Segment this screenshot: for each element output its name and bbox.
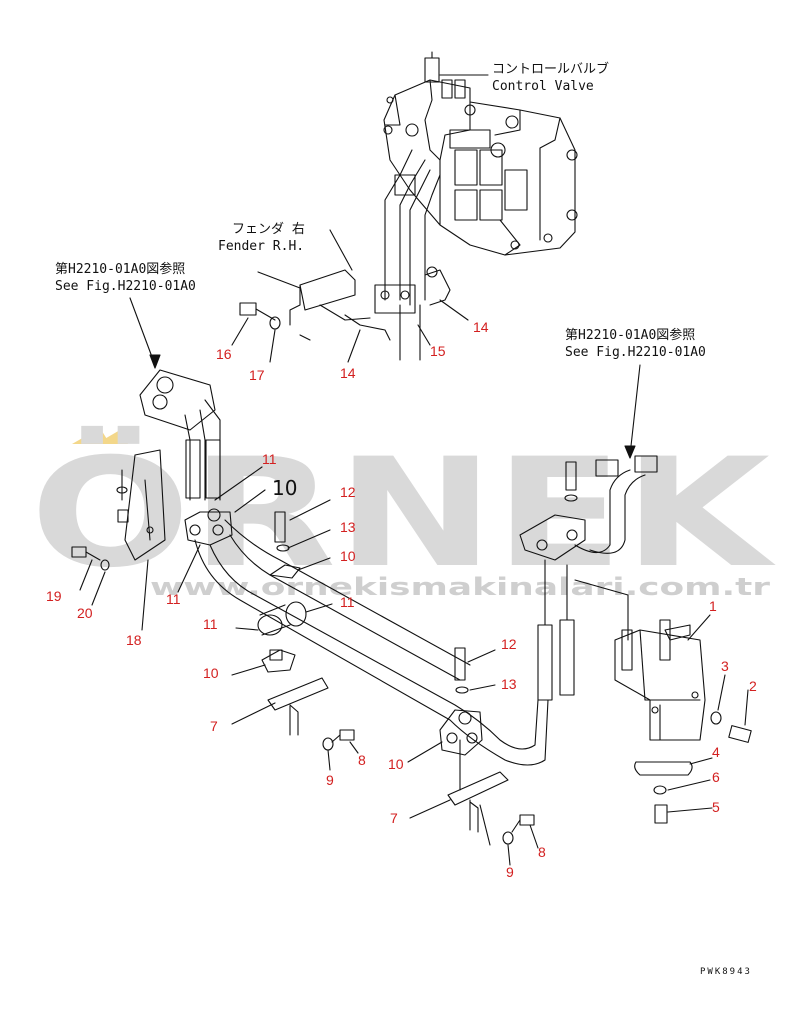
watermark-url: www.ornekismakinalari.com.tr (150, 573, 770, 601)
part-number-8: 8 (538, 844, 546, 860)
clamp-upper-pair (184, 508, 301, 579)
valve-hoses (384, 149, 441, 361)
part-number-16: 16 (216, 346, 232, 362)
fender-label-jp: フェンダ 右 (232, 222, 305, 237)
part-number-11: 11 (340, 594, 355, 610)
part-number-9: 9 (506, 864, 514, 880)
part-number-10: 10 (203, 665, 219, 681)
part-number-18: 18 (126, 632, 142, 648)
watermark-brand: ÖRNEK (30, 425, 776, 601)
part-number-20: 20 (77, 605, 93, 621)
part-number-11: 11 (262, 451, 277, 467)
callout-leaders (79, 299, 749, 866)
part-number-8: 8 (358, 752, 366, 768)
right-hoses (519, 461, 586, 701)
leader-lines (129, 297, 641, 513)
part-number-14: 14 (473, 319, 489, 335)
main-pipe (194, 519, 549, 766)
part-number-13: 13 (501, 676, 517, 692)
part-number-2: 2 (749, 678, 757, 694)
control-valve-label-en: Control Valve (492, 79, 594, 94)
part-number-12: 12 (501, 636, 517, 652)
part-number-11: 11 (166, 591, 181, 607)
callout-10-black: 10 (272, 476, 298, 500)
clamp-10-center (439, 647, 483, 756)
drawing-code: PWK8943 (700, 967, 752, 977)
part-number-19: 19 (46, 588, 62, 604)
part-number-10: 10 (388, 756, 404, 772)
part-number-13: 13 (340, 519, 356, 535)
part-number-12: 12 (340, 484, 356, 500)
ref-right-label-en: See Fig.H2210-01A0 (565, 345, 706, 360)
bracket-7-lower (447, 739, 535, 846)
ref-left-label-en: See Fig.H2210-01A0 (55, 279, 196, 294)
bolt-16 (239, 302, 281, 330)
part-number-5: 5 (712, 799, 720, 815)
bracket-1 (614, 619, 752, 824)
part-number-1: 1 (709, 598, 717, 614)
watermark-accent-mark-2 (96, 430, 128, 444)
part-number-14: 14 (340, 365, 356, 381)
right-pipe (574, 455, 658, 641)
ref-right-label-jp: 第H2210-01A0図参照 (565, 328, 696, 343)
fender-label-en: Fender R.H. (218, 239, 305, 254)
part-number-10: 10 (340, 548, 356, 564)
part-number-7: 7 (390, 810, 398, 826)
part-number-6: 6 (712, 769, 720, 785)
bracket-18 (71, 449, 166, 571)
part-number-4: 4 (712, 744, 720, 760)
ref-left-label-jp: 第H2210-01A0図参照 (55, 262, 186, 277)
part-number-9: 9 (326, 772, 334, 788)
junction-block-left (139, 369, 221, 501)
watermark-accent-mark (72, 428, 110, 444)
part-number-17: 17 (249, 367, 265, 383)
part-number-11: 11 (203, 616, 218, 632)
clamp-middle-pair (257, 601, 307, 636)
clamp-10-left (261, 649, 355, 751)
part-number-7: 7 (210, 718, 218, 734)
part-number-15: 15 (430, 343, 446, 359)
part-number-3: 3 (721, 658, 729, 674)
control-valve-label-jp: コントロールバルブ (492, 62, 610, 77)
